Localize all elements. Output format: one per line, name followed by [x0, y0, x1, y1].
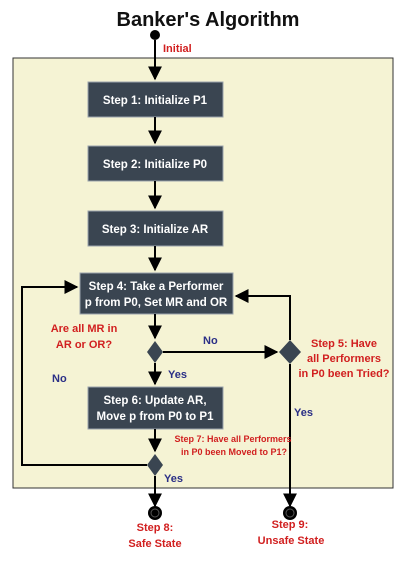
step7-label-line1: Step 7: Have all Performers: [174, 434, 291, 444]
edge-label-yes-step5: Yes: [294, 407, 313, 419]
step4-box: [79, 272, 234, 315]
step5-label-line1: Step 5: Have: [311, 338, 377, 350]
step8-label-line2: Safe State: [128, 538, 181, 550]
step2-box: [87, 145, 224, 182]
edge-step7-no-loop: [21, 280, 147, 466]
edge-step5-no-loop: [234, 289, 291, 340]
step5-label-line2: all Performers: [307, 353, 381, 365]
edge-label-yes-down: Yes: [168, 369, 187, 381]
final-node-step9-ring: [285, 508, 295, 518]
question-mr-line2: AR or OR?: [56, 339, 113, 351]
step2-label: Step 2: Initialize P0: [103, 159, 207, 171]
step5-diamond: [279, 340, 301, 364]
step1-box: [87, 81, 224, 118]
final-node-step8-ring: [150, 508, 160, 518]
initial-label: Initial: [163, 43, 192, 55]
step7-label-line2: in P0 been Moved to P1?: [181, 447, 287, 457]
step6-label-line1: Step 6: Update AR,: [103, 395, 206, 407]
step4-label-line2: p from P0, Set MR and OR: [85, 297, 228, 309]
edge-label-yes-step7: Yes: [164, 473, 183, 485]
step6-box: [87, 386, 224, 430]
step1-label: Step 1: Initialize P1: [103, 95, 208, 107]
decision-mr-diamond: [147, 341, 163, 363]
question-mr-line1: Are all MR in: [51, 323, 118, 335]
edge-label-no-left: No: [52, 373, 67, 385]
step9-label-line2: Unsafe State: [258, 535, 325, 547]
step7-diamond: [147, 454, 163, 476]
step4-label-line1: Step 4: Take a Performer: [89, 281, 224, 293]
step8-label-line1: Step 8:: [137, 522, 174, 534]
final-node-step9: [283, 506, 297, 520]
initial-node: [150, 30, 160, 40]
step5-label-line3: in P0 been Tried?: [298, 368, 389, 380]
edge-label-no-right: No: [203, 335, 218, 347]
step9-label-line1: Step 9:: [272, 519, 309, 531]
diagram-title: Banker's Algorithm: [117, 9, 300, 31]
step3-label: Step 3: Initialize AR: [102, 224, 209, 236]
step6-label-line2: Move p from P0 to P1: [97, 411, 215, 423]
final-node-step8: [148, 506, 162, 520]
